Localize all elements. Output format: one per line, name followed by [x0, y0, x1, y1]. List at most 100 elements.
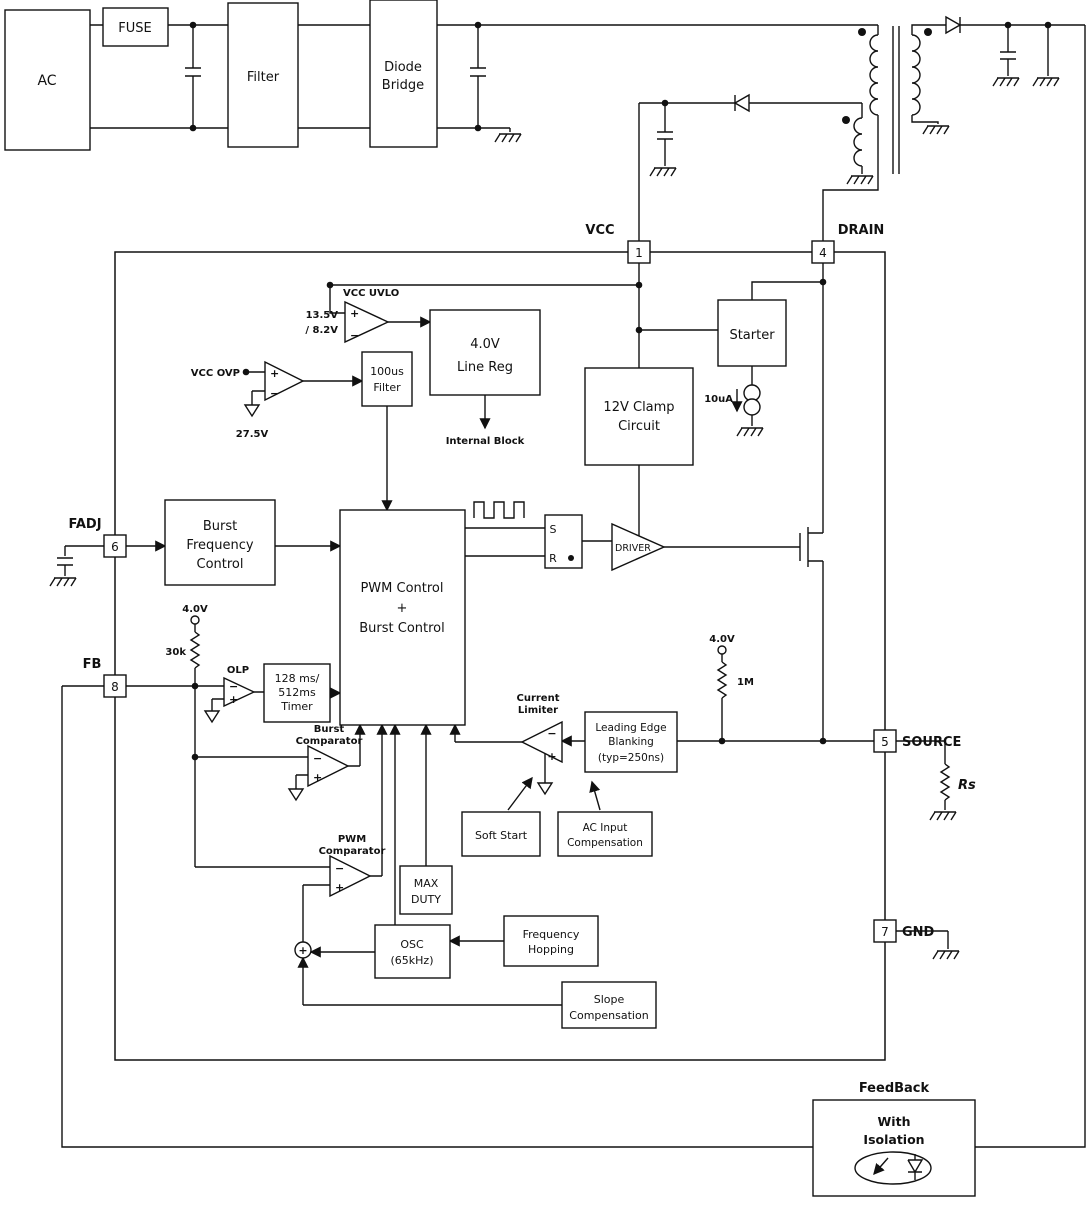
bridge-label-2: Bridge — [382, 78, 424, 93]
uvlo-title: VCC UVLO — [343, 288, 399, 299]
feedback-label-2: Isolation — [863, 1132, 924, 1147]
timer-label-1: 128 ms/ — [275, 672, 320, 685]
polarity-dot — [858, 28, 866, 36]
slope-label-1: Slope — [594, 993, 625, 1006]
cl-plus: + — [547, 750, 556, 763]
uvlo-comparator-icon — [344, 300, 390, 344]
filter100-label-1: 100us — [370, 365, 404, 378]
summing-node-icon — [294, 941, 312, 959]
pin-8-number: 8 — [111, 680, 119, 694]
clamp-label-2: Circuit — [618, 419, 660, 434]
current-limiter-comparator-icon — [520, 720, 563, 764]
polarity-dot — [842, 116, 850, 124]
ground-icon — [1032, 77, 1060, 87]
burst-plus: + — [313, 771, 322, 784]
block-burst-frequency-control: Burst Frequency Control — [164, 499, 276, 586]
ovp-minus: − — [270, 387, 279, 400]
leb-label-2: Blanking — [608, 736, 654, 748]
ground-icon — [992, 77, 1020, 87]
sum-plus: + — [298, 944, 307, 957]
internal-block-label: Internal Block — [446, 436, 525, 447]
block-line-reg: 4.0V Line Reg — [429, 309, 541, 396]
block-sr-latch: S R — [544, 514, 583, 569]
bfc-label-2: Frequency — [186, 538, 253, 553]
bfc-label-1: Burst — [203, 519, 237, 534]
ovp-ref-icon — [243, 404, 261, 418]
pin-8-label: FB — [83, 657, 102, 672]
filter100-label-2: Filter — [373, 381, 401, 394]
feedback-label-1: With — [878, 1114, 911, 1129]
diodes — [733, 15, 962, 113]
freqhop-label-1: Frequency — [523, 928, 580, 941]
pwmc-minus: − — [335, 862, 344, 875]
timer-label-3: Timer — [280, 700, 313, 713]
r30k-label: 30k — [165, 647, 186, 658]
block-leading-edge-blanking: Leading Edge Blanking (typ=250ns) — [584, 711, 678, 773]
burst-minus: − — [313, 752, 322, 765]
latch-output-dot — [568, 555, 574, 561]
olp-comparator-icon — [223, 676, 256, 708]
vcc-diode-icon — [733, 93, 750, 113]
uvlo-threshold-lo: / 8.2V — [305, 325, 338, 336]
r1m-label: 1M — [737, 677, 754, 688]
latch-r-label: R — [549, 552, 557, 565]
leb-label-3: (typ=250ns) — [598, 752, 664, 764]
v40-terminal-icon — [717, 645, 727, 655]
ovp-comparator-icon — [264, 360, 305, 402]
free-labels: VCC UVLO 13.5V / 8.2V VCC OVP 27.5V Inte… — [165, 288, 976, 1096]
maxduty-label-2: DUTY — [411, 893, 441, 906]
block-starter: Starter — [717, 299, 787, 367]
ovp-reference: 27.5V — [236, 429, 269, 440]
pin-7-label: GND — [902, 925, 935, 940]
pin-6-fadj: 6 FADJ — [68, 517, 127, 558]
ground-icon — [846, 175, 874, 185]
pwm-label-2: + — [397, 601, 408, 616]
current-10ua-label: 10uA — [704, 394, 733, 405]
accomp-label-1: AC Input — [583, 822, 628, 834]
leb-label-1: Leading Edge — [595, 722, 666, 734]
ground-icon — [932, 950, 960, 960]
pwm-label-1: PWM Control — [360, 581, 443, 596]
resistor-1m — [716, 661, 728, 699]
accomp-arrow — [589, 780, 601, 811]
block-osc: OSC (65kHz) — [374, 924, 451, 979]
feedback-title: FeedBack — [859, 1081, 930, 1096]
softstart-label: Soft Start — [475, 829, 528, 842]
block-100us-filter: 100us Filter — [361, 351, 413, 407]
ground-icon — [49, 577, 77, 587]
block-soft-start: Soft Start — [461, 811, 541, 857]
rs-label: Rs — [958, 778, 976, 793]
ground-icon — [736, 427, 764, 437]
current-source-icon — [743, 398, 761, 416]
ground-icon — [649, 167, 677, 177]
driver-label: DRIVER — [615, 543, 651, 554]
pin-7-number: 7 — [881, 925, 889, 939]
ovp-title: VCC OVP — [191, 368, 240, 379]
softstart-arrow — [507, 776, 533, 811]
analog-symbols: + − + − − + − + − + − + DRIVER + — [190, 300, 761, 959]
clock-pulse-icon — [473, 501, 525, 519]
pwm-comp-title-1: PWM — [338, 834, 366, 845]
uvlo-threshold-hi: 13.5V — [306, 310, 339, 321]
resistor-30k — [189, 631, 201, 669]
blocks: AC FUSE Filter Diode Bridge 4.0V Line Re… — [4, 0, 976, 1197]
fuse-label: FUSE — [118, 21, 151, 36]
pin-1-vcc: 1 VCC — [585, 223, 651, 264]
pin-1-label: VCC — [585, 223, 614, 238]
block-12v-clamp: 12V Clamp Circuit — [584, 367, 694, 466]
output-diode-icon — [945, 15, 962, 35]
wiring — [57, 17, 1086, 1148]
olp-title: OLP — [227, 665, 249, 676]
polarity-dot — [924, 28, 932, 36]
pin-4-number: 4 — [819, 246, 827, 260]
timer-label-2: 512ms — [278, 686, 316, 699]
pin-5-label: SOURCE — [902, 735, 961, 750]
osc-label-1: OSC — [400, 938, 424, 951]
pin-7-gnd: 7 GND — [873, 919, 935, 943]
ground-icon — [929, 811, 957, 821]
pin-8-fb: 8 FB — [83, 657, 127, 698]
block-fuse: FUSE — [102, 7, 169, 47]
block-frequency-hopping: Frequency Hopping — [503, 915, 599, 967]
block-slope-compensation: Slope Compensation — [561, 981, 657, 1029]
